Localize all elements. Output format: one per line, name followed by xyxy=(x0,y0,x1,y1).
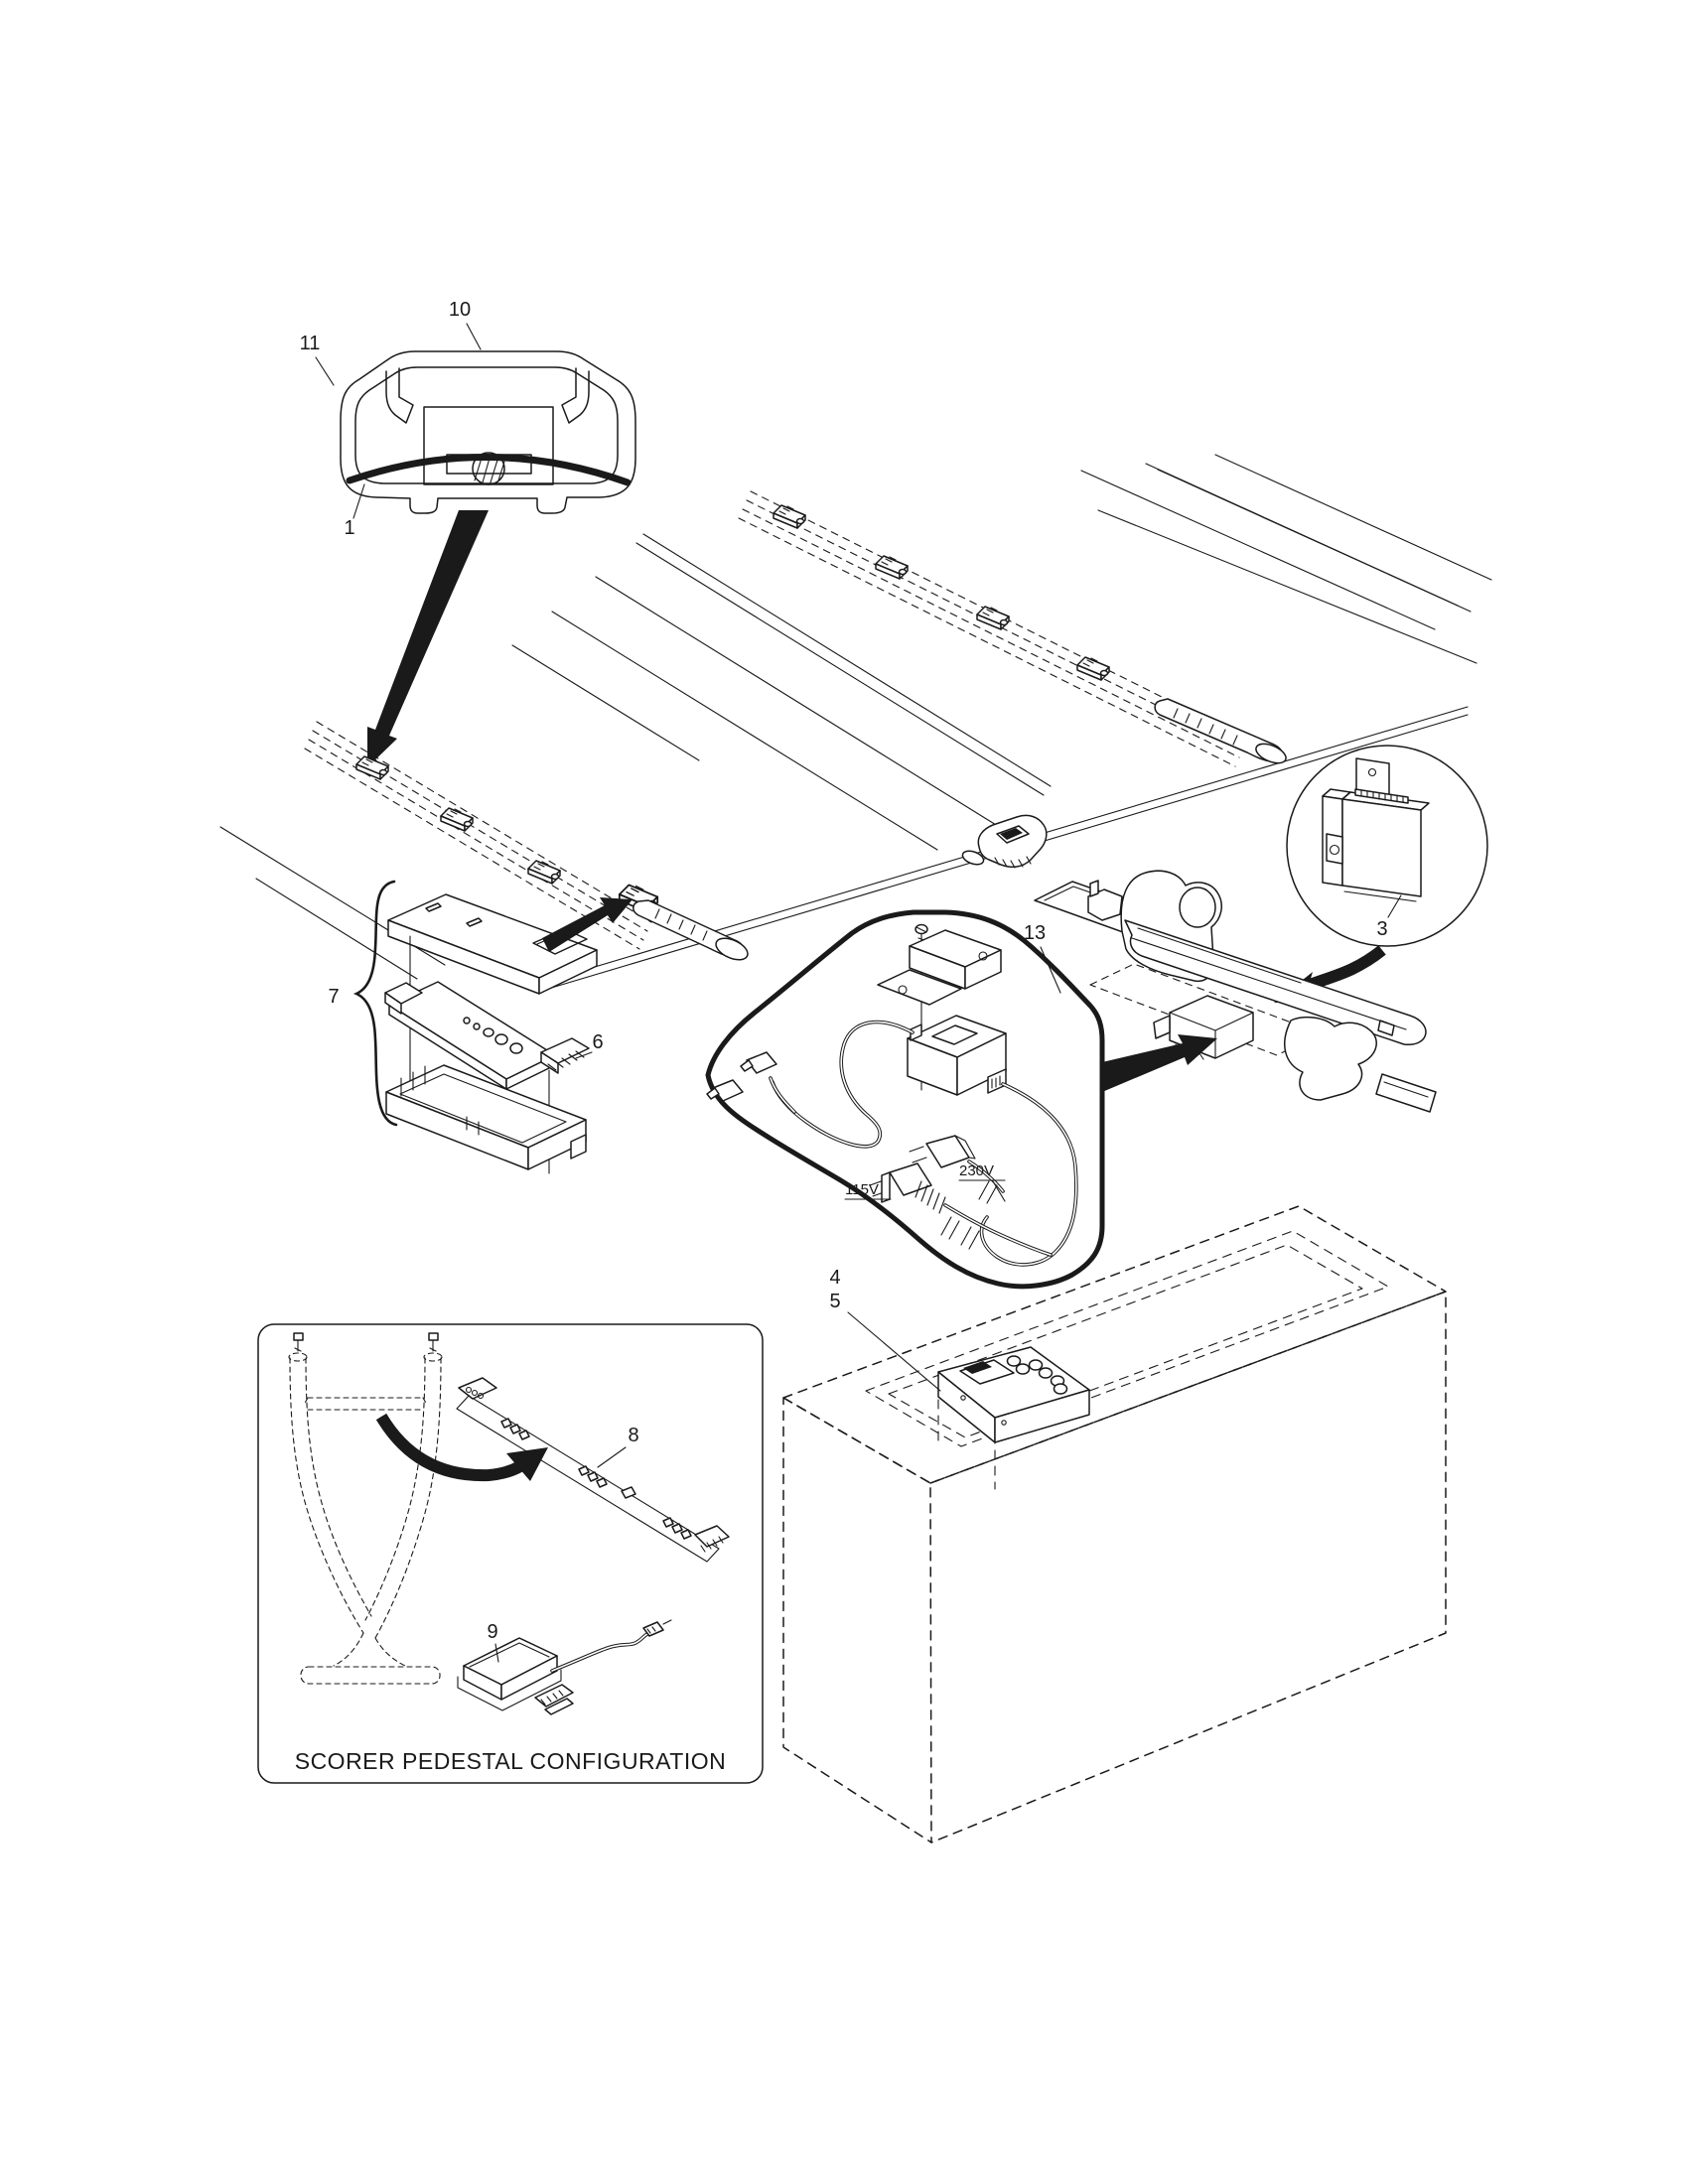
leader-line-10 xyxy=(466,323,482,350)
leader-line-5 xyxy=(847,1311,941,1392)
cap-strip-arc xyxy=(346,454,632,486)
leader-line-3 xyxy=(1387,894,1402,918)
plug-230v xyxy=(909,1135,1005,1204)
cabinet-left-face xyxy=(782,1397,932,1843)
ball-return-cabinet-dashed xyxy=(782,1205,1447,1843)
tapered-arrow-cap-to-track-icon xyxy=(367,510,489,767)
board-component-cluster xyxy=(662,1517,692,1540)
cap-outer-outline xyxy=(340,350,636,514)
cap-fastener-circle xyxy=(472,452,505,485)
part-label-4: 4 xyxy=(829,1267,840,1289)
cap-fastener-hatch xyxy=(474,454,505,483)
lane-sensor xyxy=(440,807,474,832)
board-component-cluster xyxy=(578,1465,608,1488)
cabinet-top-channel xyxy=(865,1230,1389,1447)
lane-sensor xyxy=(355,755,389,780)
inset-border xyxy=(257,1323,764,1784)
wire-harness xyxy=(769,1020,1078,1267)
part-label-3: 3 xyxy=(1376,918,1387,940)
capping-end-bar-left xyxy=(633,899,749,961)
scorer-console xyxy=(937,1346,1090,1443)
power-transformer xyxy=(907,1015,1007,1096)
lane-sensor xyxy=(976,606,1010,630)
detector-module xyxy=(1322,757,1430,902)
spade-terminal xyxy=(706,1079,744,1102)
leader-line-1 xyxy=(352,483,365,519)
voltage-label-230v: 230V xyxy=(959,1162,994,1179)
part-label-11: 11 xyxy=(300,333,321,354)
pedestal-interface-board xyxy=(456,1377,730,1563)
lane-perspective xyxy=(219,454,1492,990)
curved-arrow-pedestal-to-board-icon xyxy=(375,1413,548,1482)
lane-sensor xyxy=(773,504,806,529)
leader-line-9 xyxy=(494,1643,499,1663)
part-label-13: 13 xyxy=(1024,922,1046,944)
ball-detect-trigger xyxy=(961,814,1048,869)
scorer-pedestal-inset: 8 9 SCORER PEDESTAL CONFIGURATION xyxy=(257,1323,764,1784)
cabinet-top-face xyxy=(782,1205,1447,1484)
sensor-assembly-exploded: 7 6 xyxy=(328,880,633,1174)
channel-cap-cross-section: 10 11 1 xyxy=(300,299,636,539)
leader-line-230v xyxy=(992,1180,1006,1202)
mounting-bracket xyxy=(877,929,1002,1006)
part-label-10: 10 xyxy=(449,299,471,321)
board-component-cluster xyxy=(500,1418,530,1440)
pedestal-module xyxy=(457,1619,672,1715)
cap-inner-outline xyxy=(354,366,619,484)
cap-right-hook xyxy=(561,367,590,424)
module-side-clip xyxy=(1326,833,1343,865)
leader-line-6 xyxy=(575,1051,593,1059)
assembly-base-tray xyxy=(385,1064,587,1170)
pedestal-dashed xyxy=(288,1332,443,1685)
voltage-label-115v: 115V xyxy=(845,1181,879,1198)
lane-sensor xyxy=(875,555,909,580)
part-label-8: 8 xyxy=(628,1425,638,1446)
cap-left-hook xyxy=(385,367,414,424)
console-display-label xyxy=(963,1361,992,1374)
tapered-arrow-assembly-to-sensor-icon xyxy=(542,897,633,952)
spade-terminal xyxy=(740,1051,777,1074)
assembly-pcb xyxy=(384,981,590,1090)
part-label-6: 6 xyxy=(592,1031,603,1053)
power-supply-detail: 13 xyxy=(705,909,1217,1290)
brace-bracket-icon xyxy=(352,880,398,1127)
detail-blob-outline xyxy=(705,909,1105,1290)
inset-caption: SCORER PEDESTAL CONFIGURATION xyxy=(295,1748,727,1774)
cabinet-right-face xyxy=(929,1291,1447,1843)
cabinet-console-step xyxy=(937,1399,996,1490)
leader-line-8 xyxy=(597,1446,627,1468)
capping-track-right xyxy=(738,490,1248,767)
plug-115v xyxy=(869,1162,1053,1257)
assembly-cover xyxy=(387,893,598,995)
rack-lower-right-assembly xyxy=(1284,1016,1437,1113)
leader-line-13 xyxy=(1040,946,1061,994)
cabinet-top-channel-inner xyxy=(888,1244,1363,1438)
console-buttons xyxy=(1006,1355,1068,1395)
capping-end-bar-right xyxy=(1154,698,1287,764)
leader-line-11 xyxy=(315,356,335,386)
part-label-9: 9 xyxy=(487,1621,497,1643)
tapered-arrow-blob-to-rack-icon xyxy=(1102,1034,1217,1092)
detail-circle-outline xyxy=(1286,745,1488,947)
lane-edge-lines xyxy=(219,454,1492,980)
pedestal-screw-icon xyxy=(293,1332,304,1352)
pedestal-screw-icon xyxy=(428,1332,439,1352)
part-label-7: 7 xyxy=(328,986,339,1008)
part-label-1: 1 xyxy=(344,517,354,539)
connector-part6 xyxy=(540,1037,590,1074)
lane-sensor xyxy=(1076,656,1110,681)
mounting-screw-icon xyxy=(914,923,928,946)
part-label-5: 5 xyxy=(829,1291,840,1312)
detail-circle-part3: 3 xyxy=(1286,745,1488,947)
ball-return-rack xyxy=(1034,870,1437,1113)
rack-rails xyxy=(1124,919,1427,1045)
module-connector-teeth xyxy=(1354,788,1409,804)
